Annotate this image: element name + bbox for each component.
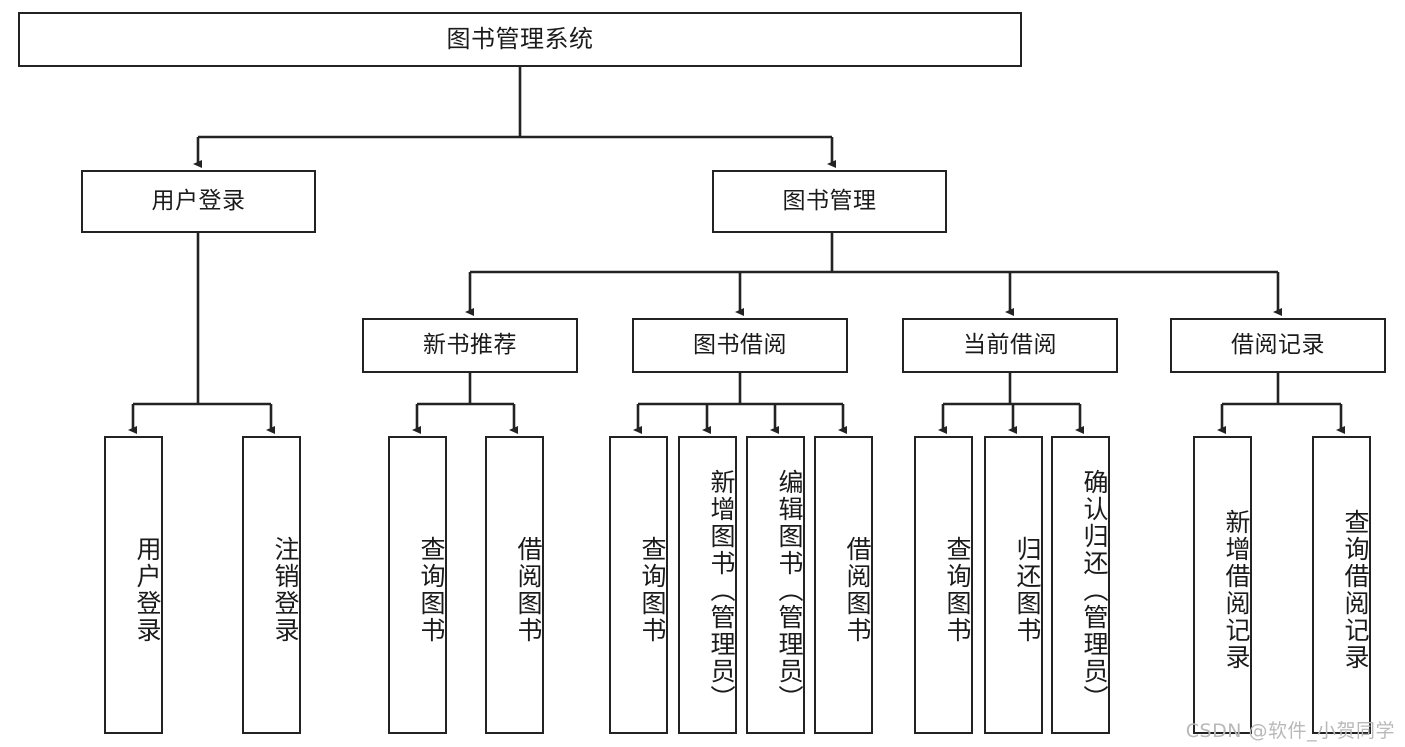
leaf-borrow-book-recommend[interactable]: 借阅图书 xyxy=(485,436,544,734)
node-label: 借阅记录 xyxy=(1231,331,1325,358)
node-label: 确认归还（管理员） xyxy=(1080,468,1109,712)
leaf-logout[interactable]: 注销登录 xyxy=(242,436,301,734)
leaf-return-book[interactable]: 归还图书 xyxy=(984,436,1043,734)
node-root-system[interactable]: 图书管理系统 xyxy=(18,12,1022,67)
leaf-user-login[interactable]: 用户登录 xyxy=(104,436,163,734)
leaf-add-book-admin[interactable]: 新增图书（管理员） xyxy=(678,436,737,734)
node-new-book-recommend[interactable]: 新书推荐 xyxy=(362,318,578,373)
leaf-borrow-book[interactable]: 借阅图书 xyxy=(814,436,873,734)
leaf-query-book-recommend[interactable]: 查询图书 xyxy=(388,436,447,734)
node-label: 编辑图书（管理员） xyxy=(775,468,804,712)
node-label: 查询借阅记录 xyxy=(1341,509,1370,671)
leaf-add-borrow-record[interactable]: 新增借阅记录 xyxy=(1193,436,1252,734)
node-label: 新增图书（管理员） xyxy=(707,468,736,712)
leaf-edit-book-admin[interactable]: 编辑图书（管理员） xyxy=(746,436,805,734)
node-label: 图书管理 xyxy=(782,187,877,214)
node-user-login[interactable]: 用户登录 xyxy=(81,170,316,233)
node-label: 查询图书 xyxy=(417,536,446,644)
node-label: 用户登录 xyxy=(151,187,246,214)
node-label: 图书借阅 xyxy=(693,331,787,358)
node-label: 新书推荐 xyxy=(423,331,517,358)
node-label: 新增借阅记录 xyxy=(1222,509,1251,671)
node-book-management[interactable]: 图书管理 xyxy=(712,170,947,233)
node-label: 图书管理系统 xyxy=(446,25,594,54)
node-label: 查询图书 xyxy=(943,536,972,644)
leaf-query-book-current[interactable]: 查询图书 xyxy=(914,436,973,734)
node-label: 当前借阅 xyxy=(963,331,1057,358)
node-label: 用户登录 xyxy=(133,536,162,644)
node-label: 注销登录 xyxy=(271,536,300,644)
node-label: 借阅图书 xyxy=(514,536,543,644)
node-label: 借阅图书 xyxy=(843,536,872,644)
leaf-query-borrow-record[interactable]: 查询借阅记录 xyxy=(1312,436,1371,734)
node-current-borrow[interactable]: 当前借阅 xyxy=(902,318,1118,373)
leaf-confirm-return-admin[interactable]: 确认归还（管理员） xyxy=(1051,436,1110,734)
node-label: 查询图书 xyxy=(638,536,667,644)
leaf-query-book-borrow[interactable]: 查询图书 xyxy=(609,436,668,734)
csdn-watermark: CSDN @软件_小贺同学 xyxy=(1185,720,1395,742)
node-label: 归还图书 xyxy=(1013,536,1042,644)
node-book-borrow[interactable]: 图书借阅 xyxy=(632,318,848,373)
node-borrow-records[interactable]: 借阅记录 xyxy=(1170,318,1386,373)
